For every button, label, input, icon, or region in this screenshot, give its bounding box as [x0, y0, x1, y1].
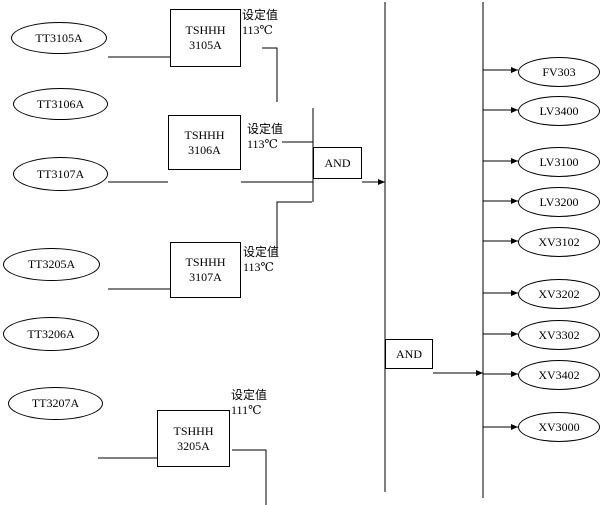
output-xv3000: XV3000 — [518, 412, 600, 442]
sensor-tt3107a: TT3107A — [13, 157, 108, 191]
and-gate-1: AND — [313, 147, 362, 179]
setpoint-3106a: 设定值 113℃ — [247, 122, 283, 152]
output-lv3200: LV3200 — [518, 187, 600, 217]
switch-tag: TSHHH — [173, 423, 214, 438]
switch-number: 3105A — [189, 38, 222, 52]
switch-tshhh-3106a: TSHHH 3106A — [168, 115, 241, 170]
switch-tag: TSHHH — [184, 127, 225, 142]
setpoint-label: 设定值 — [231, 388, 268, 402]
setpoint-3107a: 设定值 113℃ — [243, 245, 279, 275]
output-lv3100: LV3100 — [518, 147, 600, 177]
switch-number: 3107A — [189, 270, 222, 284]
output-fv303: FV303 — [518, 57, 600, 87]
setpoint-3105a: 设定值 113℃ — [242, 8, 278, 38]
output-xv3202: XV3202 — [518, 279, 600, 309]
setpoint-label: 设定值 — [243, 245, 280, 259]
sensor-tt3105a: TT3105A — [11, 22, 107, 54]
switch-tshhh-3107a: TSHHH 3107A — [170, 242, 241, 298]
and-gate-2: AND — [385, 339, 433, 369]
setpoint-value: 113℃ — [247, 137, 278, 151]
switch-tshhh-3205a: TSHHH 3205A — [157, 410, 230, 467]
setpoint-value: 113℃ — [243, 260, 274, 274]
setpoint-3205a: 设定值 111℃ — [231, 388, 267, 418]
switch-number: 3106A — [188, 142, 221, 157]
switch-tag: TSHHH — [185, 255, 226, 269]
output-xv3402: XV3402 — [518, 360, 600, 390]
sensor-tt3205a: TT3205A — [3, 248, 100, 281]
switch-number: 3205A — [177, 438, 210, 453]
output-xv3302: XV3302 — [518, 320, 600, 350]
output-xv3102: XV3102 — [518, 227, 600, 257]
switch-tshhh-3105a: TSHHH 3105A — [170, 9, 241, 67]
output-lv3400: LV3400 — [518, 96, 600, 126]
switch-tag: TSHHH — [185, 23, 226, 37]
sensor-tt3106a: TT3106A — [13, 88, 108, 120]
setpoint-label: 设定值 — [242, 8, 279, 22]
setpoint-value: 111℃ — [231, 403, 262, 417]
sensor-tt3207a: TT3207A — [8, 387, 103, 420]
sensor-tt3206a: TT3206A — [3, 317, 99, 351]
setpoint-label: 设定值 — [247, 122, 284, 136]
setpoint-value: 113℃ — [242, 23, 273, 37]
